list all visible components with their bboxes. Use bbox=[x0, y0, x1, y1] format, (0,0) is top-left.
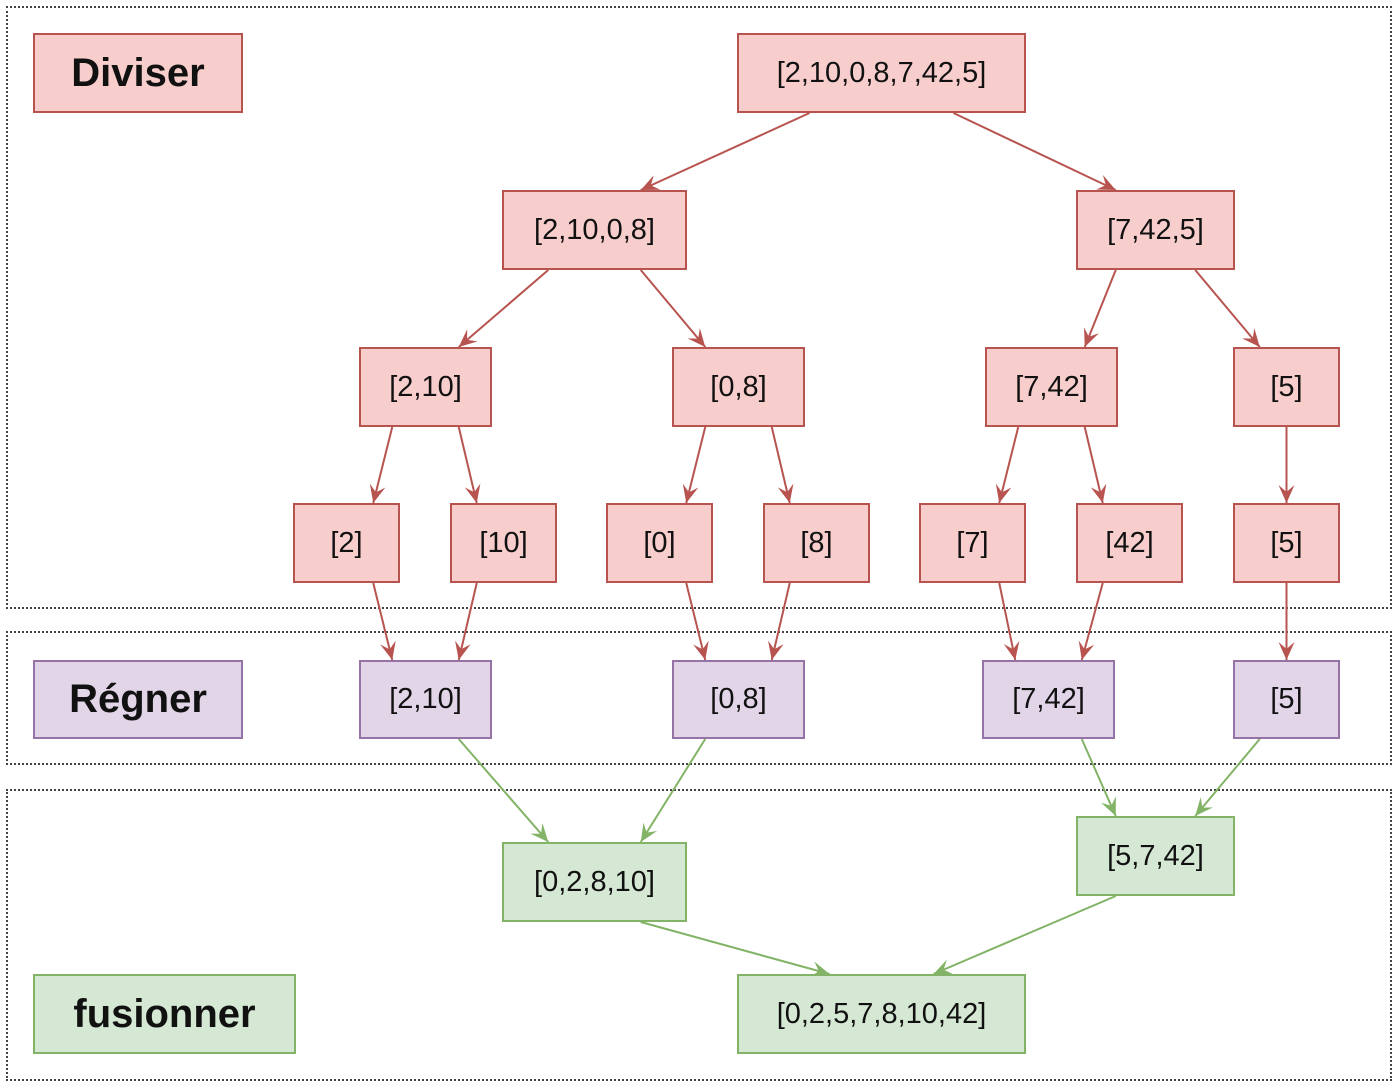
edge-rl-rll bbox=[998, 426, 1020, 504]
conquer-node-7-42: [7,42] bbox=[982, 660, 1115, 739]
arrowhead-lll-c_ll bbox=[380, 640, 396, 660]
edge-rlr-c_rl bbox=[1080, 582, 1104, 661]
edge-ll-lll bbox=[372, 426, 394, 504]
phase-label-conquer: Régner bbox=[33, 660, 243, 739]
node-leaf-8: [8] bbox=[763, 503, 870, 583]
arrowhead-l-lr bbox=[687, 328, 706, 347]
phase-label-divide: Diviser bbox=[33, 33, 243, 113]
edge-c_rr-m_r bbox=[1194, 738, 1261, 817]
arrowhead-llr-c_ll bbox=[455, 640, 471, 660]
arrowhead-c_ll-m_l bbox=[530, 823, 549, 842]
arrowhead-r-rl bbox=[1084, 327, 1099, 347]
node-leaf-5: [5] bbox=[1233, 503, 1340, 583]
edge-r-rr bbox=[1194, 269, 1261, 348]
edge-c_lr-m_l bbox=[639, 738, 707, 843]
conquer-node-5: [5] bbox=[1233, 660, 1340, 739]
arrowhead-m_l-result bbox=[810, 961, 830, 977]
node-leaf-42: [42] bbox=[1076, 503, 1183, 583]
node-root: [2,10,0,8,7,42,5] bbox=[737, 33, 1026, 113]
edge-c_ll-m_l bbox=[457, 738, 550, 843]
arrowhead-c_lr-m_l bbox=[640, 822, 658, 842]
node-left-half: [2,10,0,8] bbox=[502, 190, 687, 270]
arrowhead-rl-rll bbox=[995, 483, 1012, 503]
edge-rl-rlr bbox=[1083, 426, 1104, 504]
divide-section bbox=[6, 6, 1392, 609]
edge-llr-c_ll bbox=[457, 582, 478, 661]
merge-node-result: [0,2,5,7,8,10,42] bbox=[737, 974, 1026, 1054]
edge-lr-lrl bbox=[685, 426, 707, 504]
arrowhead-rll-c_rl bbox=[1003, 640, 1020, 660]
edge-ll-llr bbox=[457, 426, 478, 504]
edge-c_rl-m_r bbox=[1080, 738, 1117, 817]
edge-lr-lrr bbox=[770, 426, 791, 504]
merge-node-right: [5,7,42] bbox=[1076, 816, 1235, 896]
node-rl: [7,42] bbox=[985, 347, 1118, 427]
arrowhead-c_rr-m_r bbox=[1195, 797, 1213, 816]
arrowhead-root-l bbox=[640, 175, 661, 190]
arrowhead-lrr-c_lr bbox=[768, 640, 784, 660]
arrowhead-rl-rlr bbox=[1090, 483, 1107, 503]
edge-lrr-c_lr bbox=[770, 582, 791, 661]
arrowhead-lr-lrr bbox=[777, 483, 794, 503]
edge-l-ll bbox=[458, 269, 549, 348]
arrowhead-rr-rrr bbox=[1278, 485, 1295, 503]
arrowhead-m_r-result bbox=[933, 959, 954, 975]
edge-root-l bbox=[640, 112, 810, 191]
arrowhead-r-rr bbox=[1242, 328, 1260, 347]
edge-lrl-c_lr bbox=[685, 582, 707, 661]
node-leaf-10: [10] bbox=[450, 503, 557, 583]
arrowhead-l-ll bbox=[458, 329, 478, 347]
arrowhead-lrl-c_lr bbox=[693, 640, 709, 660]
arrowhead-rrr-c_rr bbox=[1278, 642, 1295, 660]
edge-lll-c_ll bbox=[372, 582, 394, 661]
node-leaf-7: [7] bbox=[919, 503, 1026, 583]
edge-root-r bbox=[953, 112, 1117, 191]
arrowhead-lr-lrl bbox=[682, 483, 699, 503]
edge-m_r-result bbox=[933, 895, 1117, 975]
arrowhead-ll-lll bbox=[369, 483, 386, 503]
phase-label-merge: fusionner bbox=[33, 974, 296, 1054]
merge-section bbox=[6, 789, 1392, 1081]
node-leaf-2: [2] bbox=[293, 503, 400, 583]
node-rr: [5] bbox=[1233, 347, 1340, 427]
conquer-node-0-8: [0,8] bbox=[672, 660, 805, 739]
arrowhead-root-r bbox=[1096, 175, 1116, 190]
arrowhead-rlr-c_rl bbox=[1078, 640, 1095, 660]
node-leaf-0: [0] bbox=[606, 503, 713, 583]
arrowhead-ll-llr bbox=[464, 483, 481, 503]
edge-rll-c_rl bbox=[998, 582, 1017, 661]
conquer-node-2-10: [2,10] bbox=[359, 660, 492, 739]
node-lr: [0,8] bbox=[672, 347, 805, 427]
node-right-half: [7,42,5] bbox=[1076, 190, 1235, 270]
node-ll: [2,10] bbox=[359, 347, 492, 427]
edge-l-lr bbox=[639, 269, 707, 348]
edge-m_l-result bbox=[640, 921, 830, 975]
merge-node-left: [0,2,8,10] bbox=[502, 842, 687, 922]
arrowhead-c_rl-m_r bbox=[1101, 796, 1116, 816]
edge-r-rl bbox=[1083, 269, 1117, 348]
